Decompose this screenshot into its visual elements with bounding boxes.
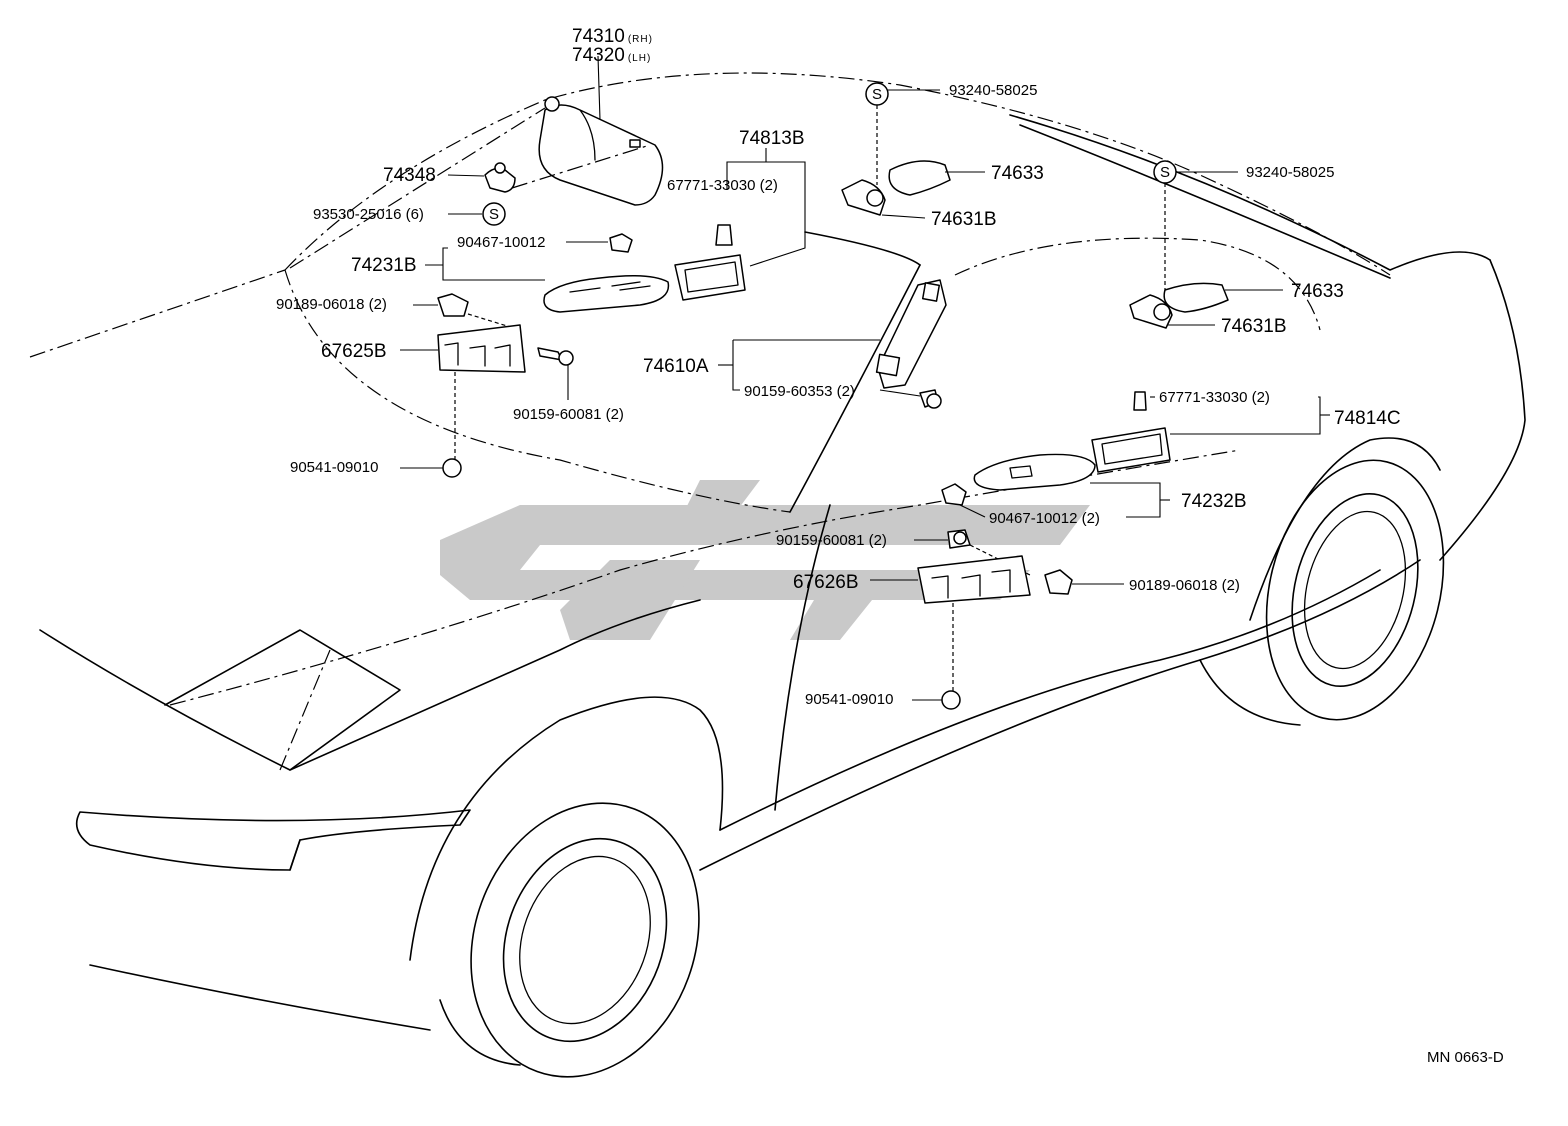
bracket-67625B (400, 293, 526, 478)
label-74320: 74320(LH) (572, 45, 652, 66)
screw-letter: S (1160, 164, 1171, 181)
label-67771-33030-a: 67771-33030 (2) (667, 177, 778, 194)
label-74813B: 74813B (739, 128, 805, 149)
label-90541-09010-b: 90541-09010 (805, 691, 894, 708)
diagram-code: MN 0663-D (1427, 1049, 1504, 1066)
label-67626B: 67626B (793, 572, 859, 593)
label-90467-10012-a: 90467-10012 (457, 234, 546, 251)
label-90159-60081-a: 90159-60081 (2) (513, 406, 624, 423)
label-93240-58025-a: 93240-58025 (949, 82, 1038, 99)
label-74231B: 74231B (351, 255, 417, 276)
label-90159-60081-b: 90159-60081 (2) (776, 532, 887, 549)
grip-74232B (941, 453, 1096, 518)
assist-grip-cover-front (841, 160, 985, 219)
label-74232B: 74232B (1181, 491, 1247, 512)
label-74633-a: 74633 (991, 163, 1044, 184)
grip-74813B (674, 224, 746, 301)
label-67625B: 67625B (321, 341, 387, 362)
assist-grip-74610A (733, 279, 947, 409)
label-67771-33030-b: 67771-33030 (2) (1159, 389, 1270, 406)
label-90467-10012-b: 90467-10012 (2) (989, 510, 1100, 527)
label-74348: 74348 (383, 165, 436, 186)
label-90189-06018-b: 90189-06018 (2) (1129, 577, 1240, 594)
bracket-67626B (870, 529, 1124, 710)
label-74631B-b: 74631B (1221, 316, 1287, 337)
label-74633-b: 74633 (1291, 281, 1344, 302)
grip-74814C (1091, 391, 1171, 473)
label-74610A: 74610A (643, 356, 709, 377)
screw-letter: S (872, 86, 883, 103)
label-90541-09010-a: 90541-09010 (290, 459, 379, 476)
rear-wheel (1249, 437, 1445, 721)
label-74310: 74310(RH) (572, 26, 653, 47)
label-93240-58025-b: 93240-58025 (1246, 164, 1335, 181)
screw-symbol (482, 202, 506, 226)
front-wheel (409, 696, 724, 1078)
label-74814C: 74814C (1334, 408, 1401, 429)
visor-holder (447, 162, 516, 193)
label-74631B-a: 74631B (931, 209, 997, 230)
sun-visor (538, 55, 664, 206)
label-93530-25016: 93530-25016 (6) (313, 206, 424, 223)
label-90189-06018-a: 90189-06018 (2) (276, 296, 387, 313)
grip-74231B (543, 233, 670, 313)
label-90159-60353: 90159-60353 (2) (744, 383, 855, 400)
screw-letter: S (489, 206, 500, 223)
screw-90159-a (537, 347, 574, 400)
assist-grip-cover-rear (1129, 282, 1283, 329)
